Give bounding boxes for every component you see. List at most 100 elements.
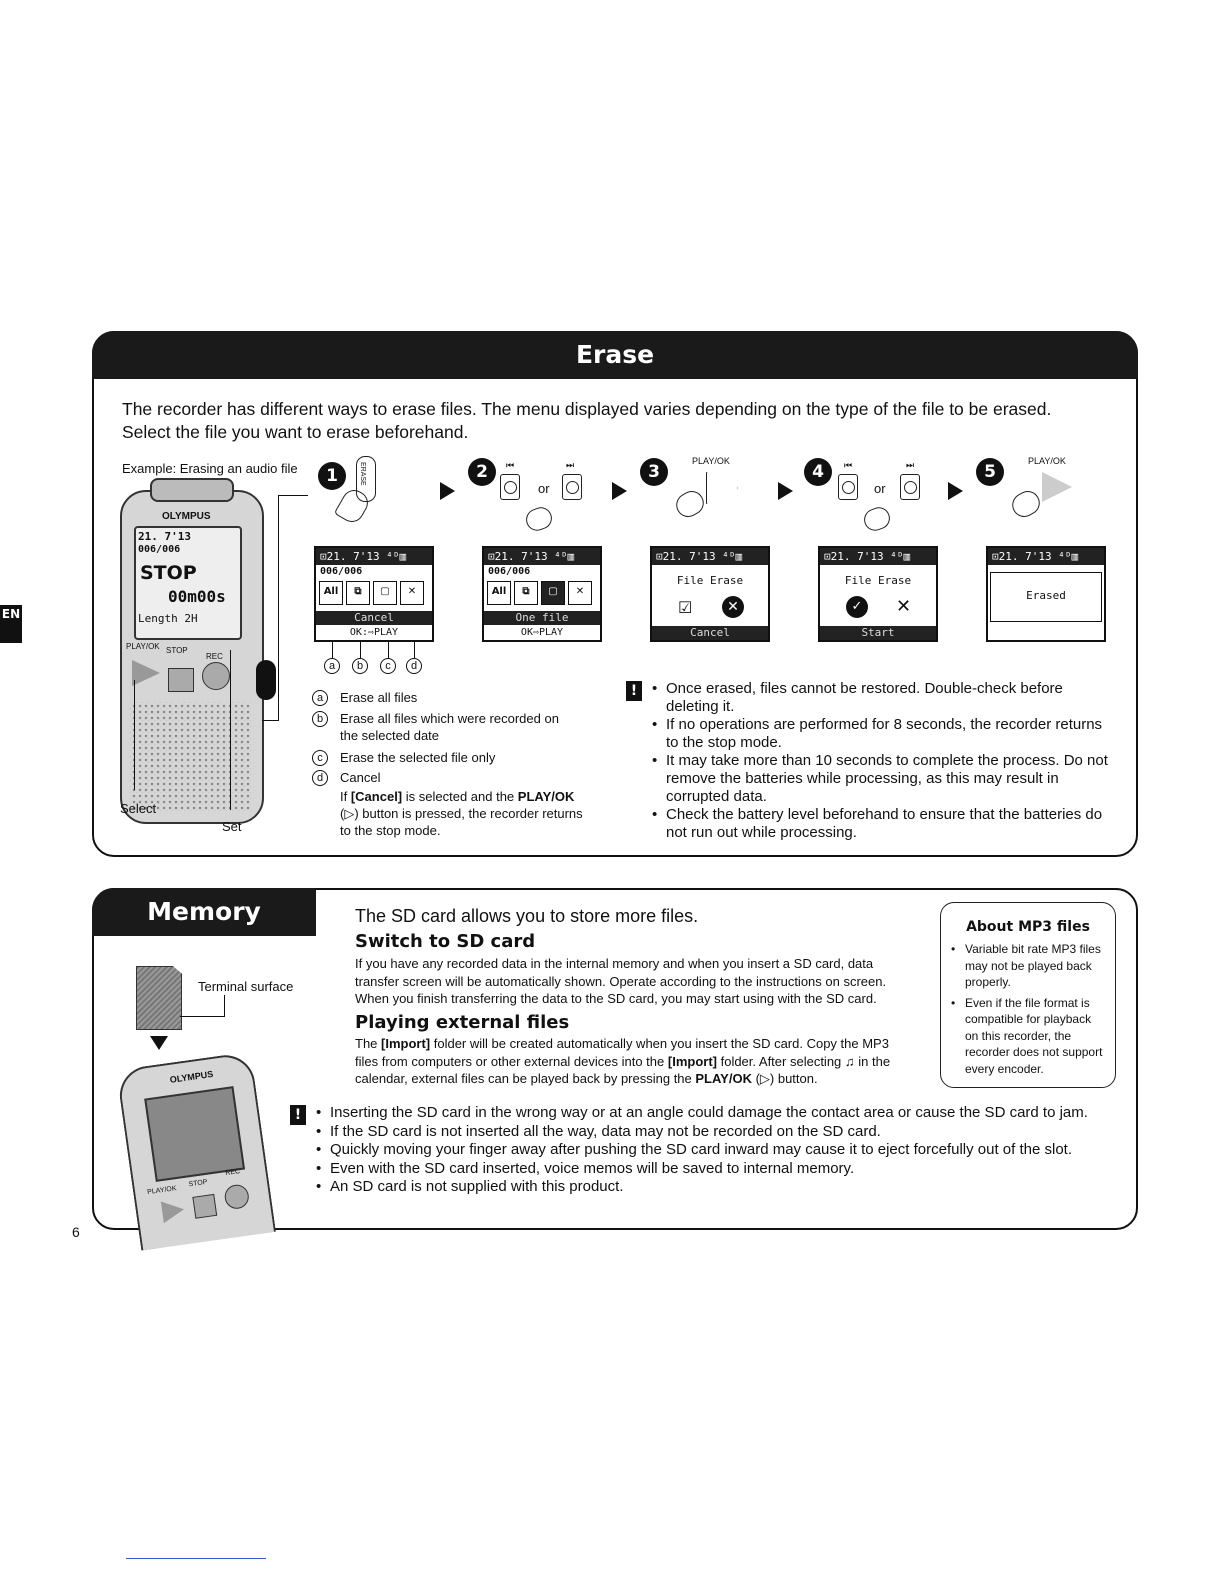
step-arrow (948, 482, 963, 500)
option-marker-d: d (406, 658, 422, 674)
example-label: Example: Erasing an audio file (122, 461, 298, 476)
note-extra: Check the battery level beforehand to en… (652, 806, 1112, 842)
leader-line (278, 495, 279, 720)
recorder-stop-label: STOP (188, 1178, 208, 1189)
recorder-screen: 21. 7'13 006/006 STOP 00m00s Length 2H (134, 526, 242, 640)
recorder-stop: STOP (140, 562, 197, 584)
leader-line (360, 640, 361, 658)
playing-external-text: The [Import] folder will be created auto… (355, 1036, 891, 1086)
step-5-number: 5 (976, 458, 1004, 486)
screen-status: ⊡21. 7'13 ⁴ᴰ▥ (820, 548, 936, 565)
leader-line (230, 650, 231, 810)
option-text-c: Erase the selected file only (340, 750, 496, 765)
memory-notes: Inserting the SD card in the wrong way o… (316, 1104, 1116, 1197)
recorder-files: 006/006 (138, 544, 181, 555)
leader-line (180, 1016, 225, 1017)
recorder-playok-label: PLAY/OK (146, 1185, 177, 1197)
playing-external-heading: Playing external files (355, 1012, 570, 1033)
play-button[interactable] (161, 1198, 186, 1223)
option-marker-a: a (324, 658, 340, 674)
language-tab: EN (0, 605, 22, 643)
memory-title: Memory (92, 888, 316, 936)
right-button-icon (562, 474, 582, 500)
recorder-rec-label: REC (224, 1168, 241, 1178)
rec-button[interactable] (223, 1183, 251, 1211)
note-item: If the SD card is not inserted all the w… (316, 1123, 1116, 1142)
screen-title: File Erase (844, 574, 912, 587)
note-item: Quickly moving your finger away after pu… (316, 1141, 1116, 1160)
stop-button[interactable] (192, 1193, 218, 1219)
screen-bar: One file (484, 611, 600, 625)
one-file-icon: ▢ (541, 581, 565, 605)
screen-bar: Cancel (652, 626, 768, 640)
note-item: Once erased, files cannot be restored. D… (652, 680, 1112, 716)
about-mp3-item: Variable bit rate MP3 files may not be p… (951, 941, 1107, 991)
screen-hint: OK⇨PLAY (520, 627, 564, 638)
date-files-icon: ⧉ (346, 581, 370, 605)
rec-button[interactable] (202, 662, 230, 690)
recorder-brand: OLYMPUS (162, 511, 211, 522)
recorder-top-cap (150, 478, 234, 502)
about-mp3-item: Even if the file format is compatible fo… (951, 995, 1107, 1078)
side-dial (256, 660, 276, 700)
screen-title: Erased (990, 572, 1102, 622)
step-2-number: 2 (468, 458, 496, 486)
leader-line (332, 640, 333, 658)
option-text-d: Cancel (340, 770, 381, 785)
option-marker-c: c (380, 658, 396, 674)
skip-back-icon: ⏮ (844, 460, 853, 470)
or-label: or (538, 481, 550, 496)
screen-erased: ⊡21. 7'13 ⁴ᴰ▥ Erased (986, 546, 1106, 642)
erase-intro-line2: Select the file you want to erase before… (122, 422, 469, 442)
skip-forward-icon: ⏭ (566, 460, 575, 470)
step-1-number: 1 (318, 462, 346, 490)
leader-line (224, 995, 225, 1017)
recorder-screen (144, 1086, 246, 1182)
date-files-icon: ⧉ (514, 581, 538, 605)
screen-hint: OK:⇨PLAY (349, 627, 399, 638)
speaker-grille (130, 702, 252, 812)
switch-sd-text: If you have any recorded data in the int… (355, 956, 887, 1006)
about-mp3-title: About MP3 files (966, 919, 1090, 935)
option-text-a: Erase all files (340, 690, 418, 705)
step-arrow (612, 482, 627, 500)
screen-status: ⊡21. 7'13 ⁴ᴰ▥ (316, 548, 432, 565)
screen-status: ⊡21. 7'13 ⁴ᴰ▥ (484, 548, 600, 565)
step-arrow (778, 482, 793, 500)
option-letter-a: a (312, 690, 328, 706)
screen-one-file: ⊡21. 7'13 ⁴ᴰ▥ 006/006 All ⧉ ▢ ✕ One file… (482, 546, 602, 642)
recorder-stop-label: STOP (166, 646, 188, 655)
option-letter-b: b (312, 711, 328, 727)
down-arrow-icon (150, 1036, 168, 1050)
recorder-playok-label: PLAY/OK (126, 642, 160, 651)
sd-card-illustration (136, 966, 182, 1030)
screen-bar: Start (820, 626, 936, 640)
cancel-icon: ✕ (400, 581, 424, 605)
select-label: Select (120, 801, 157, 816)
screen-status: ⊡21. 7'13 ⁴ᴰ▥ (652, 548, 768, 565)
step-4-number: 4 (804, 458, 832, 486)
page-number: 6 (72, 1224, 80, 1240)
leader-line (134, 680, 135, 790)
note-item: Inserting the SD card in the wrong way o… (316, 1104, 1116, 1123)
step-3-number: 3 (640, 458, 668, 486)
option-letter-c: c (312, 750, 328, 766)
skip-forward-icon: ⏭ (906, 460, 915, 470)
or-label: or (874, 481, 886, 496)
erase-notes: Once erased, files cannot be restored. D… (652, 680, 1112, 842)
playok-label: PLAY/OK (1028, 456, 1066, 466)
stop-button[interactable] (168, 668, 194, 692)
screen-bar: Cancel (316, 611, 432, 625)
cancel-icon: ✕ (568, 581, 592, 605)
screen-file-erase-start: ⊡21. 7'13 ⁴ᴰ▥ File Erase ✓ ✕ Start (818, 546, 938, 642)
switch-sd-heading: Switch to SD card (355, 931, 536, 952)
screen-file-count: 006/006 (488, 566, 531, 577)
recorder-illustration: OLYMPUS 21. 7'13 006/006 STOP 00m00s Len… (120, 478, 264, 824)
caution-icon: ! (290, 1105, 306, 1125)
play-button[interactable] (132, 660, 160, 686)
right-button-icon (900, 474, 920, 500)
footer-rule (126, 1558, 266, 1559)
note-item: If no operations are performed for 8 sec… (652, 716, 1112, 752)
about-mp3-box: About MP3 files Variable bit rate MP3 fi… (940, 902, 1116, 1088)
left-button-icon (838, 474, 858, 500)
